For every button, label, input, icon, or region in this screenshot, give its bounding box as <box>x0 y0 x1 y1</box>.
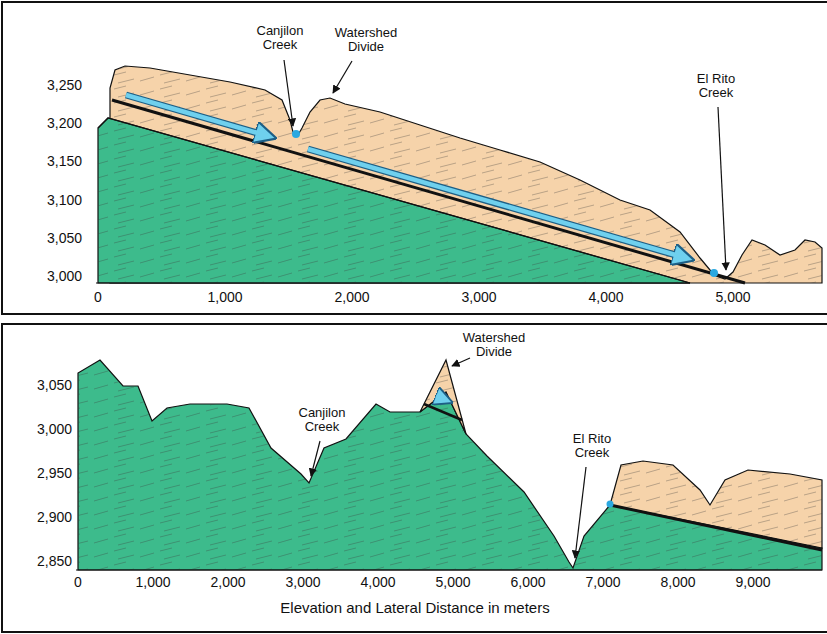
lower-section <box>76 358 822 570</box>
axis-tick-label: 3,100 <box>47 193 82 208</box>
axis-tick-label: 2,000 <box>210 575 245 590</box>
axis-tick-label: 3,000 <box>37 422 72 437</box>
axis-tick-label: 7,000 <box>585 575 620 590</box>
axis-tick-label: 4,000 <box>588 290 623 305</box>
axis-tick-label: 3,200 <box>47 116 82 131</box>
axis-tick-label: 5,000 <box>715 290 750 305</box>
axis-tick-label: 0 <box>74 575 82 590</box>
axis-tick-label: 3,250 <box>47 78 82 93</box>
callout-label: El Rito Creek <box>567 432 617 461</box>
callout-label: Watershed Divide <box>456 331 532 360</box>
axis-tick-label: 4,000 <box>360 575 395 590</box>
axis-tick-label: 3,000 <box>285 575 320 590</box>
axis-tick-label: 8,000 <box>660 575 695 590</box>
axis-tick-label: 6,000 <box>510 575 545 590</box>
axis-tick-label: 9,000 <box>735 575 770 590</box>
panel-frame <box>2 2 827 314</box>
axis-tick-label: 1,000 <box>207 290 242 305</box>
callout-label: Canjilon Creek <box>248 24 312 53</box>
callout-label: El Rito Creek <box>691 72 741 101</box>
axis-tick-label: 5,000 <box>435 575 470 590</box>
axis-tick-label: 2,850 <box>37 554 72 569</box>
axis-tick-label: 1,000 <box>135 575 170 590</box>
axis-tick-label: 3,000 <box>461 290 496 305</box>
axis-tick-label: 0 <box>94 290 102 305</box>
axis-tick-label: 3,050 <box>37 378 72 393</box>
axis-tick-label: 2,900 <box>37 510 72 525</box>
axis-tick-label: 2,950 <box>37 466 72 481</box>
upper-section <box>96 60 822 283</box>
axis-tick-label: 3,050 <box>47 231 82 246</box>
axis-tick-label: 3,150 <box>47 154 82 169</box>
panel-frame <box>2 324 827 632</box>
callout-label: Watershed Divide <box>328 26 404 55</box>
axis-title: Elevation and Lateral Distance in meters <box>280 600 549 617</box>
axis-tick-label: 3,000 <box>47 269 82 284</box>
axis-tick-label: 2,000 <box>334 290 369 305</box>
callout-label: Canjilon Creek <box>290 406 354 435</box>
